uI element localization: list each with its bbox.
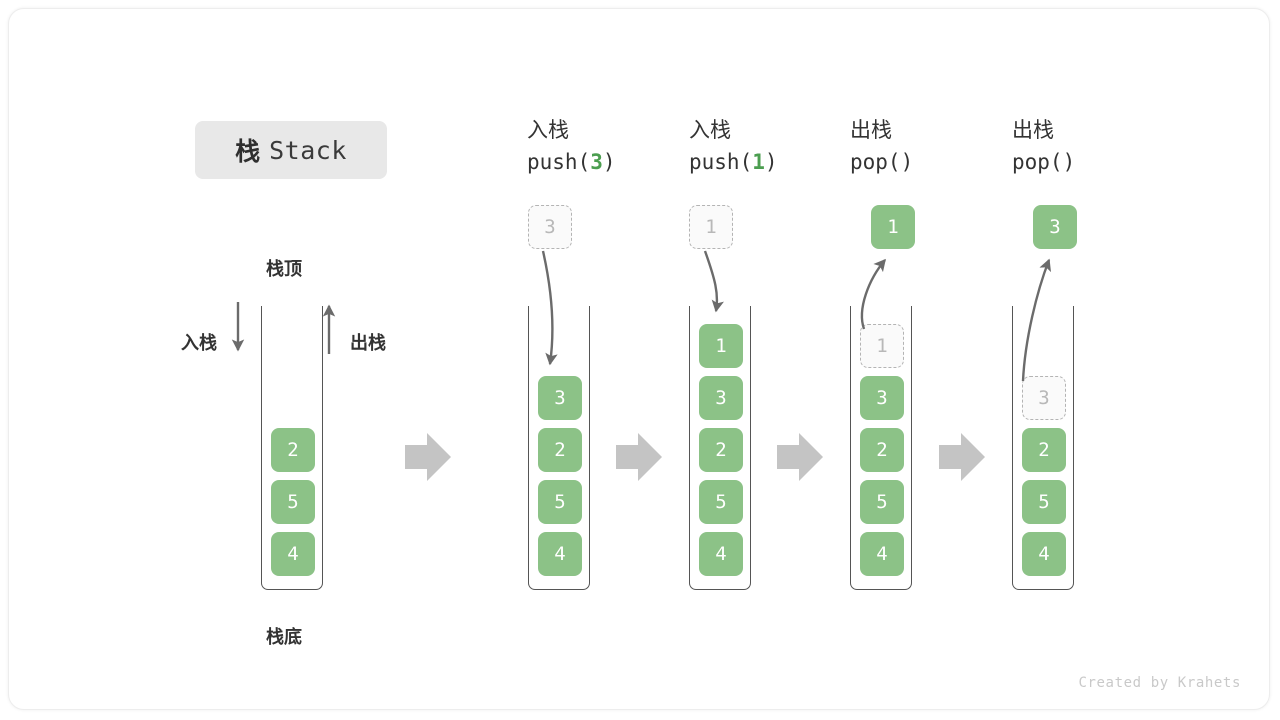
code-prefix: push(	[527, 150, 591, 174]
arrow-overlay	[231, 250, 1052, 481]
column-header-code: pop()	[850, 146, 913, 178]
push-direction-label: 入栈	[181, 333, 217, 353]
code-prefix: pop(	[850, 150, 901, 174]
stack-slot: 3	[699, 376, 743, 420]
stack-bottom-label: 栈底	[266, 627, 302, 647]
stack-container-pop-3: 3 2 5 4	[1012, 306, 1074, 590]
column-header-cn: 入栈	[689, 119, 731, 142]
code-suffix: )	[602, 150, 616, 174]
stack-slot: 2	[271, 428, 315, 472]
code-suffix: )	[900, 150, 914, 174]
stack-slot: 2	[860, 428, 904, 472]
code-prefix: push(	[689, 150, 753, 174]
stack-container-pop-1: 1 3 2 5 4	[850, 306, 912, 590]
pop-direction-label: 出栈	[350, 333, 386, 353]
title-en: Stack	[269, 135, 347, 165]
column-header-code: pop()	[1012, 146, 1075, 178]
code-prefix: pop(	[1012, 150, 1063, 174]
title-badge: 栈 Stack	[195, 121, 387, 179]
stack-slot: 5	[699, 480, 743, 524]
stack-slot: 3	[860, 376, 904, 420]
stack-slot: 4	[538, 532, 582, 576]
popped-element-3: 3	[1033, 205, 1077, 249]
step-arrow-1	[405, 433, 451, 481]
stack-slot: 5	[271, 480, 315, 524]
stack-slot: 5	[538, 480, 582, 524]
stack-slot: 2	[699, 428, 743, 472]
column-header-cn: 出栈	[1012, 119, 1054, 142]
stack-top-label: 栈顶	[266, 259, 302, 279]
stack-slot: 2	[1022, 428, 1066, 472]
column-header-push-1: 入栈 push(1)	[689, 116, 778, 178]
stack-slot: 4	[271, 532, 315, 576]
stack-slot: 3	[538, 376, 582, 420]
code-suffix: )	[1062, 150, 1076, 174]
code-value: 1	[752, 150, 765, 174]
code-suffix: )	[764, 150, 778, 174]
stack-slot: 4	[1022, 532, 1066, 576]
code-value: 3	[590, 150, 603, 174]
step-arrow-2	[616, 433, 662, 481]
column-header-code: push(3)	[527, 146, 616, 178]
step-arrow-3	[777, 433, 823, 481]
diagram-card: 栈 Stack 栈顶 入栈 出栈 2 5 4 栈底 入栈 push(3) 3 3…	[8, 8, 1270, 710]
column-header-pop-3: 出栈 pop()	[1012, 116, 1075, 178]
popped-element-1: 1	[871, 205, 915, 249]
column-header-code: push(1)	[689, 146, 778, 178]
column-header-cn: 入栈	[527, 119, 569, 142]
stack-slot-ghost: 1	[860, 324, 904, 368]
stack-slot: 2	[538, 428, 582, 472]
credit-text: Created by Krahets	[1078, 675, 1241, 691]
push-1-motion-arrow	[703, 250, 724, 313]
column-header-cn: 出栈	[850, 119, 892, 142]
column-header-push-3: 入栈 push(3)	[527, 116, 616, 178]
column-header-pop-1: 出栈 pop()	[850, 116, 913, 178]
title-cn: 栈	[235, 138, 261, 166]
stack-slot: 5	[1022, 480, 1066, 524]
stack-slot: 4	[860, 532, 904, 576]
pending-element-1: 1	[689, 205, 733, 249]
stack-slot: 4	[699, 532, 743, 576]
stack-slot-ghost: 3	[1022, 376, 1066, 420]
stack-slot: 5	[860, 480, 904, 524]
stack-container-push-3: 3 2 5 4	[528, 306, 590, 590]
stack-container-initial: 2 5 4	[261, 306, 323, 590]
pending-element-3: 3	[528, 205, 572, 249]
stack-slot: 1	[699, 324, 743, 368]
stack-container-push-1: 1 3 2 5 4	[689, 306, 751, 590]
step-arrow-4	[939, 433, 985, 481]
